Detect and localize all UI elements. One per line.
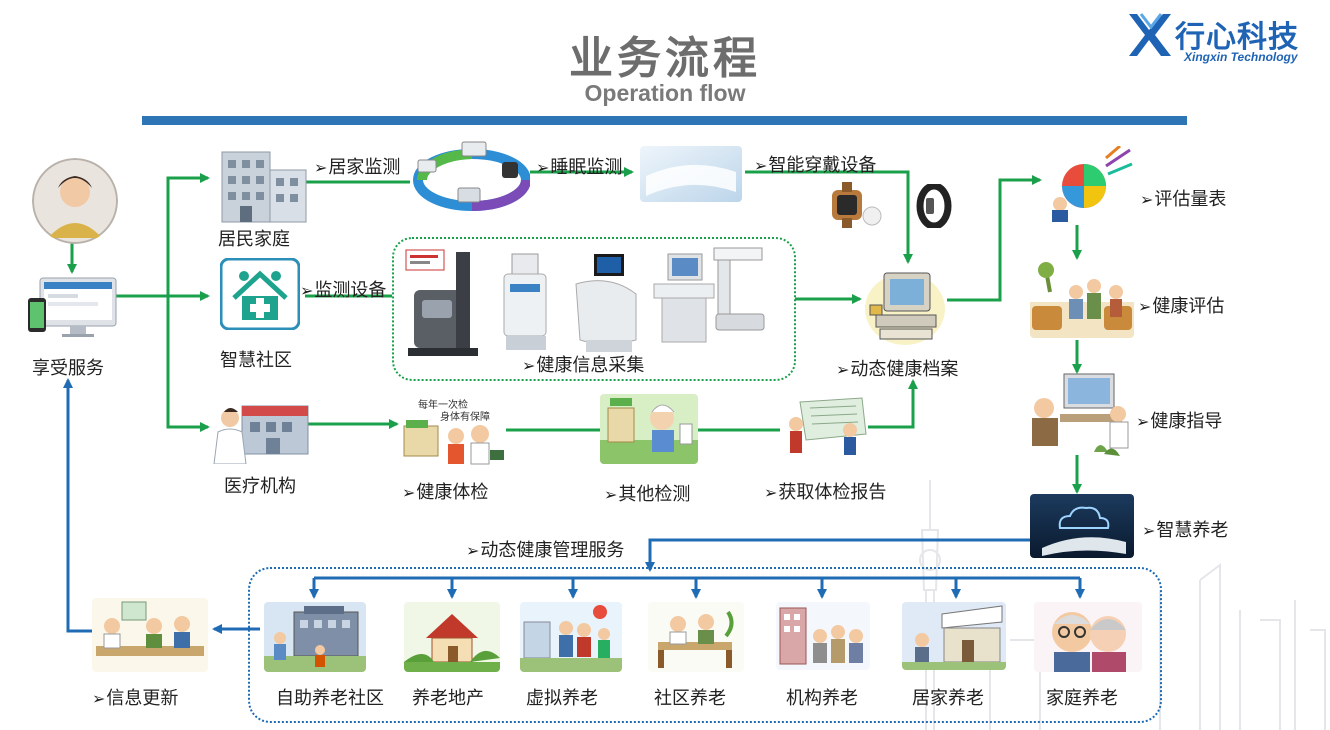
assessment-scale-label: 评估量表	[1140, 185, 1226, 211]
monitor-device-label: 监测设备	[300, 276, 386, 302]
service-institution-elderly-image	[776, 602, 870, 670]
assessment-chart-icon	[1052, 146, 1133, 222]
dynamic-mgmt-label: 动态健康管理服务	[466, 536, 624, 562]
service-label-7: 家庭养老	[1046, 688, 1118, 709]
page-subtitle: Operation flow	[584, 80, 746, 106]
health-assessment-label: 健康评估	[1138, 292, 1224, 318]
exam-poster-line1: 每年一次检	[418, 400, 468, 411]
devices-screens-icon	[28, 277, 117, 337]
health-assessment-cartoon	[1030, 262, 1134, 338]
elderly-user-avatar	[32, 158, 118, 244]
fitness-band-icon	[916, 184, 952, 228]
service-elderly-real-estate-image	[404, 602, 500, 672]
logo-name-cn: 行心科技	[1175, 20, 1299, 55]
service-virtual-elderly-image	[520, 602, 622, 672]
xingxin-logo-icon	[1129, 13, 1171, 56]
service-family-elderly-image	[1034, 602, 1142, 672]
service-label-3: 虚拟养老	[526, 688, 598, 709]
service-label-1: 自助养老社区	[276, 688, 384, 709]
health-exam-cartoon: 每年一次检 身体有保障	[400, 394, 506, 466]
health-collect-label: 健康信息采集	[522, 351, 644, 377]
service-label-2: 养老地产	[412, 688, 484, 709]
community-label: 智慧社区	[220, 350, 292, 371]
logo-name-en: Xingxin Technology	[1184, 50, 1298, 64]
hospital-doctor-icon	[213, 405, 309, 464]
health-collection-group	[392, 237, 796, 381]
home-monitor-label: 居家监测	[314, 153, 400, 179]
info-update-cartoon	[92, 598, 208, 672]
exam-poster-line2: 身体有保障	[440, 412, 490, 423]
title-divider	[142, 116, 1187, 125]
sleep-mattress-icon	[640, 146, 742, 202]
smart-elderly-label: 智慧养老	[1142, 516, 1228, 542]
service-label-4: 社区养老	[654, 688, 726, 709]
service-home-elderly-image	[902, 602, 1006, 670]
user-label: 享受服务	[32, 358, 104, 379]
elderly-services-group	[248, 567, 1162, 723]
health-guidance-cartoon	[1032, 373, 1129, 456]
smart-watch-icon	[832, 182, 882, 228]
service-self-help-community-image	[264, 602, 366, 672]
hospital-label: 医疗机构	[224, 476, 296, 497]
sleep-monitor-label: 睡眠监测	[536, 153, 622, 179]
exam-people-icon	[403, 420, 504, 465]
get-report-label: 获取体检报告	[764, 478, 886, 504]
medical-equipment-icon	[405, 247, 765, 356]
wearable-label: 智能穿戴设备	[754, 151, 876, 177]
info-update-label: 信息更新	[92, 684, 178, 710]
home-label: 居民家庭	[218, 229, 290, 250]
other-exam-label: 其他检测	[604, 480, 690, 506]
computer-record-icon	[865, 272, 945, 345]
cloud-hand-icon	[1030, 494, 1134, 558]
service-label-6: 居家养老	[912, 688, 984, 709]
report-people-cartoon	[789, 397, 867, 455]
service-community-elderly-image	[648, 602, 744, 672]
health-guidance-label: 健康指导	[1136, 407, 1222, 433]
building-home-icon	[221, 151, 307, 223]
dynamic-record-label: 动态健康档案	[836, 355, 958, 381]
health-exam-label: 健康体检	[402, 478, 488, 504]
smart-community-icon	[220, 258, 300, 330]
other-exam-cartoon	[600, 394, 698, 464]
home-monitor-devices-icon	[413, 141, 530, 211]
page-title: 业务流程	[569, 33, 761, 84]
service-label-5: 机构养老	[786, 688, 858, 709]
